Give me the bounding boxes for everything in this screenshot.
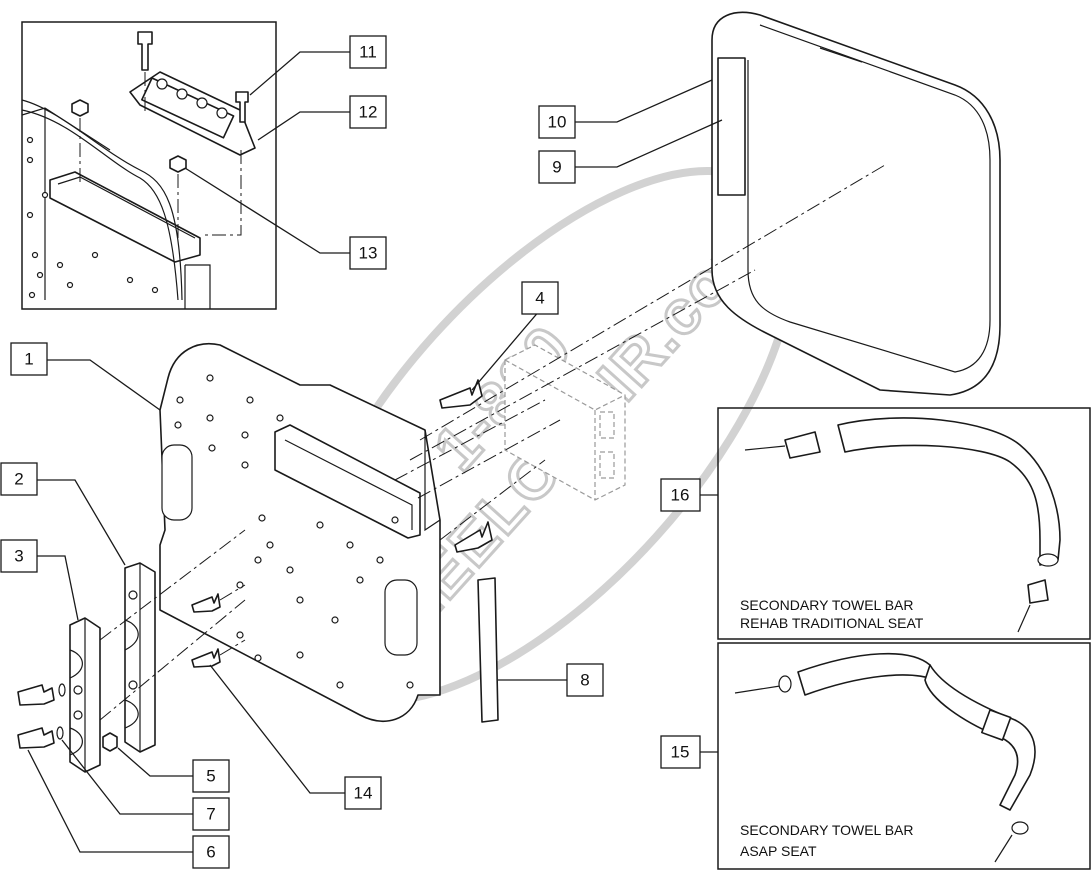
callout-5-label: 5 [206, 767, 215, 786]
screws-14 [191, 584, 246, 668]
callout-2-label: 2 [14, 470, 23, 489]
inset-rehab-caption-line-2: REHAB TRADITIONAL SEAT [740, 615, 924, 631]
callout-10-label: 10 [548, 113, 567, 132]
callout-7-label: 7 [206, 805, 215, 824]
callout-16-label: 16 [671, 486, 690, 505]
callout-8: 8 [566, 663, 604, 697]
inset-rehab-caption-line-1: SECONDARY TOWEL BAR [740, 597, 914, 613]
alignment-line [439, 459, 546, 541]
callout-6-label: 6 [206, 843, 215, 862]
callout-15-label: 15 [671, 743, 690, 762]
callout-2: 2 [0, 462, 38, 496]
callout-12-label: 12 [359, 103, 378, 122]
detail-inset-top-left [21, 21, 277, 310]
callout-16: 16 [660, 478, 701, 512]
callout-10: 10 [538, 105, 576, 139]
mounting-block-2 [124, 562, 156, 753]
fasteners-5-6-7 [17, 683, 118, 752]
callout-3: 3 [0, 539, 38, 573]
inset-rehab-towel-bar: SECONDARY TOWEL BAR REHAB TRADITIONAL SE… [717, 407, 1091, 640]
alignment-line [417, 419, 561, 499]
mounting-block-3 [69, 529, 246, 773]
alignment-line [419, 164, 886, 441]
callout-9-label: 9 [552, 158, 561, 177]
back-plate [159, 343, 441, 722]
callout-7: 7 [192, 797, 230, 831]
callout-1-label: 1 [24, 350, 33, 369]
inset-asap-towel-bar: SECONDARY TOWEL BAR ASAP SEAT [717, 642, 1091, 870]
callout-6: 6 [192, 835, 230, 869]
callout-9: 9 [538, 150, 576, 184]
callout-11-label: 11 [359, 43, 377, 62]
cover-shell [711, 11, 1001, 396]
callout-8-label: 8 [580, 671, 589, 690]
alignment-line [394, 399, 546, 481]
callout-4-label: 4 [535, 289, 544, 308]
leader-lines [27, 51, 723, 853]
pad-8 [477, 577, 499, 723]
callout-14: 14 [344, 776, 382, 810]
callout-14-label: 14 [354, 784, 373, 803]
callout-11: 11 [349, 35, 387, 69]
electronics-module-ghost [504, 344, 626, 501]
callout-13: 13 [349, 236, 387, 270]
callout-15: 15 [660, 735, 701, 769]
callout-5: 5 [192, 759, 230, 793]
callout-3-label: 3 [14, 547, 23, 566]
screws-4 [439, 379, 493, 553]
inset-asap-caption-line-2: ASAP SEAT [740, 843, 817, 859]
callout-12: 12 [349, 95, 387, 129]
callout-4: 4 [521, 281, 559, 315]
callout-13-label: 13 [359, 244, 378, 263]
callout-1: 1 [10, 342, 48, 376]
inset-asap-caption-line-1: SECONDARY TOWEL BAR [740, 822, 914, 838]
alignment-line [409, 269, 756, 461]
